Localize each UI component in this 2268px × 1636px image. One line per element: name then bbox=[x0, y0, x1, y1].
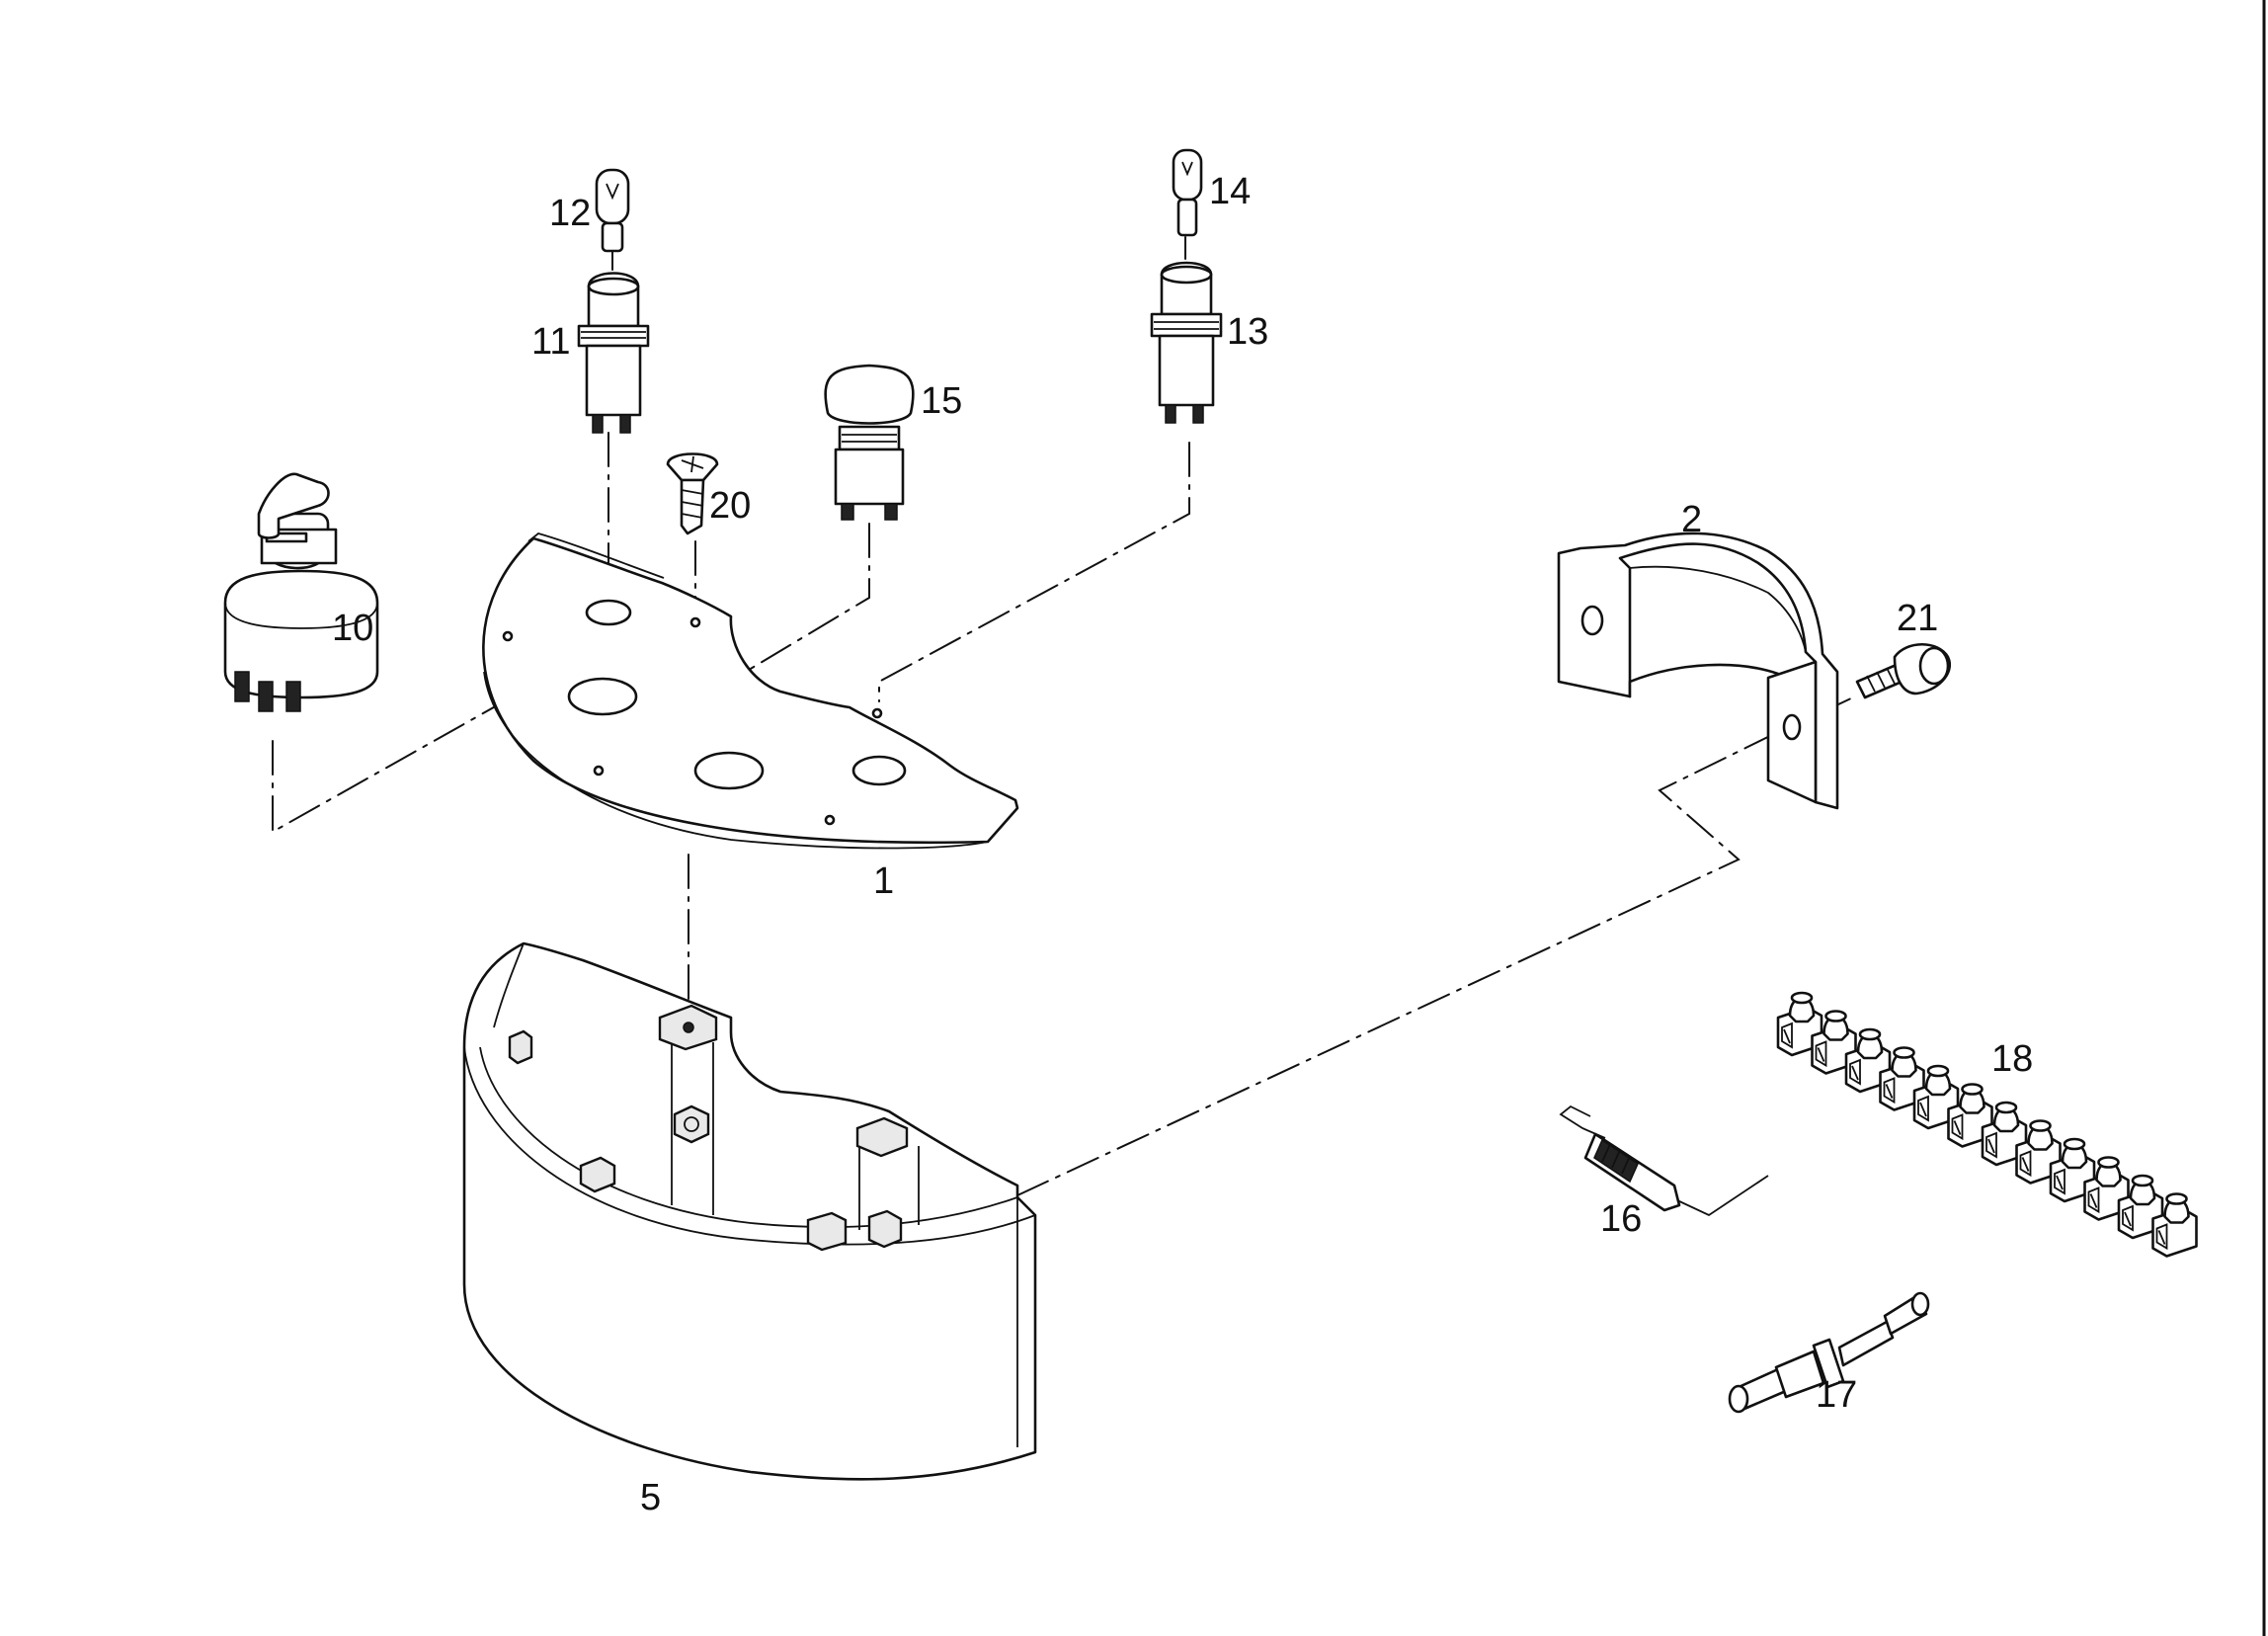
callout-12: 12 bbox=[549, 193, 591, 234]
mounting-plate bbox=[482, 532, 1019, 850]
terminal-block bbox=[1947, 1083, 1993, 1148]
callout-5: 5 bbox=[640, 1477, 661, 1518]
pilot-light-right bbox=[1150, 261, 1223, 424]
terminal-block bbox=[2151, 1192, 2198, 1258]
terminal-block bbox=[1776, 991, 1823, 1057]
callout-1: 1 bbox=[873, 860, 894, 902]
plate-hole-push-button bbox=[693, 751, 765, 790]
callout-labels: 1 2 5 10 11 12 13 14 15 16 17 18 20 21 bbox=[332, 171, 2033, 1518]
callout-20: 20 bbox=[709, 485, 751, 527]
wire-element bbox=[1559, 1104, 1769, 1217]
plate-hole-pilot-light-right bbox=[851, 755, 907, 786]
terminal-strip bbox=[1776, 991, 2198, 1258]
bulb-right bbox=[1172, 148, 1203, 237]
terminal-block bbox=[1844, 1027, 1892, 1094]
callout-16: 16 bbox=[1600, 1198, 1642, 1240]
terminal-block bbox=[1981, 1101, 2028, 1167]
push-button bbox=[824, 364, 915, 521]
key-switch bbox=[223, 472, 379, 712]
mounting-bracket bbox=[1557, 532, 1839, 810]
callout-21: 21 bbox=[1897, 598, 1938, 639]
terminal-block bbox=[2083, 1156, 2130, 1221]
cap-screw bbox=[1855, 643, 1951, 699]
housing-nut bbox=[673, 1104, 710, 1144]
callout-18: 18 bbox=[1991, 1038, 2033, 1080]
terminal-block bbox=[1811, 1010, 1857, 1075]
terminal-block bbox=[1912, 1064, 1960, 1130]
callout-15: 15 bbox=[921, 380, 962, 422]
plate-hole-key-switch bbox=[567, 677, 638, 716]
callout-10: 10 bbox=[332, 608, 373, 649]
callout-11: 11 bbox=[531, 321, 570, 363]
plunger-pin bbox=[1728, 1291, 1930, 1414]
plate-hole-pilot-light-left bbox=[585, 599, 632, 626]
callout-2: 2 bbox=[1681, 499, 1702, 540]
screw bbox=[666, 452, 719, 535]
pilot-light-left bbox=[577, 272, 650, 434]
terminal-block bbox=[1879, 1046, 1925, 1111]
callout-17: 17 bbox=[1816, 1374, 1857, 1416]
callout-14: 14 bbox=[1209, 171, 1251, 212]
bulb-left bbox=[595, 168, 630, 253]
housing bbox=[462, 941, 1037, 1481]
callout-13: 13 bbox=[1227, 311, 1268, 353]
terminal-block bbox=[2015, 1119, 2062, 1185]
